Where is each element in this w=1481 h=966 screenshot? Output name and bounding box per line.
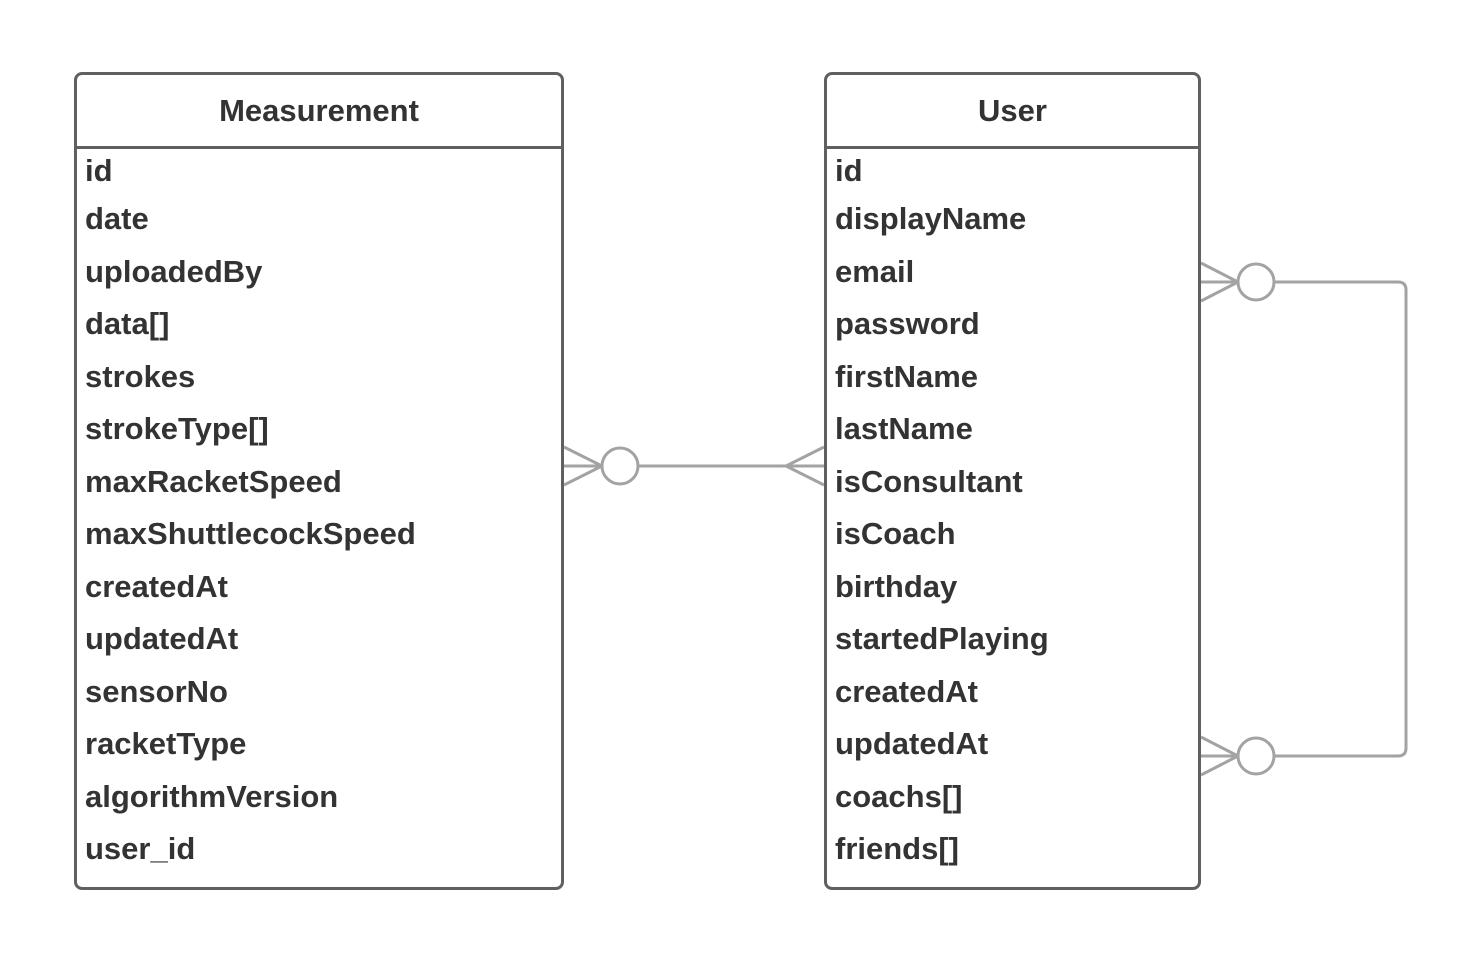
entity-title: User <box>827 75 1198 149</box>
zero-circle-user-self-bottom <box>1236 736 1276 776</box>
attribute-birthday: birthday <box>835 568 958 604</box>
entity-title: Measurement <box>77 75 561 149</box>
relationship-loop-line <box>1274 280 1408 758</box>
attribute-user-id: user_id <box>85 831 196 866</box>
attribute-iscoach: isCoach <box>835 516 956 551</box>
attribute-lastname: lastName <box>835 411 973 446</box>
attribute-updatedat: updatedAt <box>85 621 239 656</box>
attribute-maxshuttlecockspeed: maxShuttlecockSpeed <box>85 516 416 551</box>
attribute-stroketype: strokeType[] <box>85 411 269 446</box>
attribute-algorithmversion: algorithmVersion <box>85 778 339 814</box>
attribute-createdat: createdAt <box>835 673 978 709</box>
crowfoot-measurement-end <box>563 445 606 487</box>
attribute-friends: friends[] <box>835 831 959 866</box>
relationship-measurement-user <box>563 445 825 487</box>
attribute-email: email <box>835 253 915 289</box>
attribute-coachs: coachs[] <box>835 778 963 814</box>
attribute-list: id date uploadedBy data[] strokes stroke… <box>77 149 561 879</box>
attribute-id: id <box>835 153 863 188</box>
attribute-firstname: firstName <box>835 358 978 394</box>
entity-user[interactable]: User id displayName email password first… <box>824 72 1201 890</box>
attribute-strokes: strokes <box>85 358 196 394</box>
attribute-id: id <box>85 153 113 188</box>
attribute-list: id displayName email password firstName … <box>827 149 1198 879</box>
zero-circle-user-self-top <box>1236 262 1276 302</box>
entity-measurement[interactable]: Measurement id date uploadedBy data[] st… <box>74 72 564 890</box>
crowfoot-user-self-bottom <box>1200 735 1242 777</box>
attribute-updatedat: updatedAt <box>835 726 989 761</box>
attribute-displayname: displayName <box>835 201 1027 236</box>
attribute-sensorno: sensorNo <box>85 673 228 709</box>
attribute-maxracketspeed: maxRacketSpeed <box>85 463 342 499</box>
attribute-date: date <box>85 201 149 236</box>
attribute-password: password <box>835 306 980 341</box>
attribute-uploadedby: uploadedBy <box>85 253 263 289</box>
crowfoot-user-self-top <box>1200 261 1242 303</box>
attribute-rackettype: racketType <box>85 726 247 761</box>
attribute-isconsultant: isConsultant <box>835 463 1023 499</box>
attribute-startedplaying: startedPlaying <box>835 621 1049 656</box>
zero-circle-measurement-end <box>600 446 640 486</box>
attribute-createdat: createdAt <box>85 568 228 604</box>
relationship-user-self <box>1200 261 1408 777</box>
crowfoot-user-end <box>782 445 825 487</box>
attribute-data: data[] <box>85 306 170 341</box>
